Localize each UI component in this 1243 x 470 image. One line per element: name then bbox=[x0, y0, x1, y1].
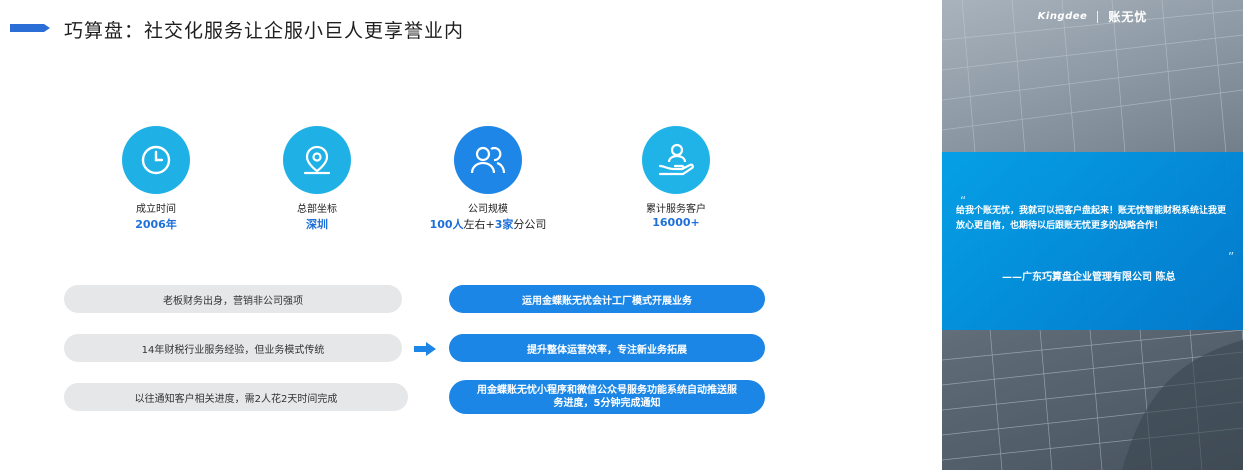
right-arrow-icon bbox=[414, 341, 436, 356]
solution-1: 运用金蝶账无忧会计工厂模式开展业务 bbox=[449, 285, 765, 313]
stat-customers: 累计服务客户 16000+ bbox=[586, 126, 766, 229]
stat-value: 深圳 bbox=[306, 218, 328, 231]
close-quote-icon: ” bbox=[1228, 250, 1235, 264]
stat-label: 成立时间 bbox=[136, 204, 176, 215]
stat-label: 总部坐标 bbox=[297, 204, 337, 215]
pain-point-1: 老板财务出身，营销非公司强项 bbox=[64, 285, 402, 313]
solution-3: 用金蝶账无忧小程序和微信公众号服务功能系统自动推送服务进度，5分钟完成通知 bbox=[449, 380, 765, 414]
location-pin-icon bbox=[283, 126, 351, 194]
people-icon bbox=[454, 126, 522, 194]
testimonial-quote: 给我个账无忧，我就可以把客户盘起来！账无忧智能财税系统让我更放心更自信，也期待以… bbox=[956, 206, 1227, 231]
stat-label: 累计服务客户 bbox=[646, 204, 706, 215]
page-title: 巧算盘：社交化服务让企服小巨人更享誉业内 bbox=[64, 20, 465, 42]
hand-person-icon bbox=[642, 126, 710, 194]
stat-value: 16000+ bbox=[652, 216, 700, 229]
clock-icon bbox=[122, 126, 190, 194]
brand-divider bbox=[1097, 10, 1099, 23]
brand-logos: Kingdee 账无忧 bbox=[942, 8, 1243, 25]
stat-company-size: 公司规模 100人左右+3家分公司 bbox=[398, 126, 578, 232]
stat-founded: 成立时间 2006年 bbox=[66, 126, 246, 232]
title-arrow-icon bbox=[10, 22, 54, 34]
stat-value: 2006年 bbox=[135, 218, 177, 231]
testimonial-panel: Kingdee 账无忧 “ 给我个账无忧，我就可以把客户盘起来！账无忧智能财税系… bbox=[942, 0, 1243, 470]
stat-value: 100人左右+3家分公司 bbox=[429, 218, 547, 231]
quote-box: “ 给我个账无忧，我就可以把客户盘起来！账无忧智能财税系统让我更放心更自信，也期… bbox=[942, 152, 1243, 330]
pain-point-2: 14年财税行业服务经验，但业务模式传统 bbox=[64, 334, 402, 362]
stat-headquarters: 总部坐标 深圳 bbox=[227, 126, 407, 232]
solution-2: 提升整体运营效率，专注新业务拓展 bbox=[449, 334, 765, 362]
open-quote-icon: “ bbox=[960, 194, 967, 208]
zhangwuyou-logo: 账无忧 bbox=[1108, 10, 1148, 24]
pain-point-3: 以往通知客户相关进度，需2人花2天时间完成 bbox=[64, 383, 408, 411]
kingdee-logo: Kingdee bbox=[1037, 11, 1088, 22]
stat-label: 公司规模 bbox=[468, 204, 508, 215]
testimonial-signature: ——广东巧算盘企业管理有限公司 陈总 bbox=[1002, 272, 1176, 283]
